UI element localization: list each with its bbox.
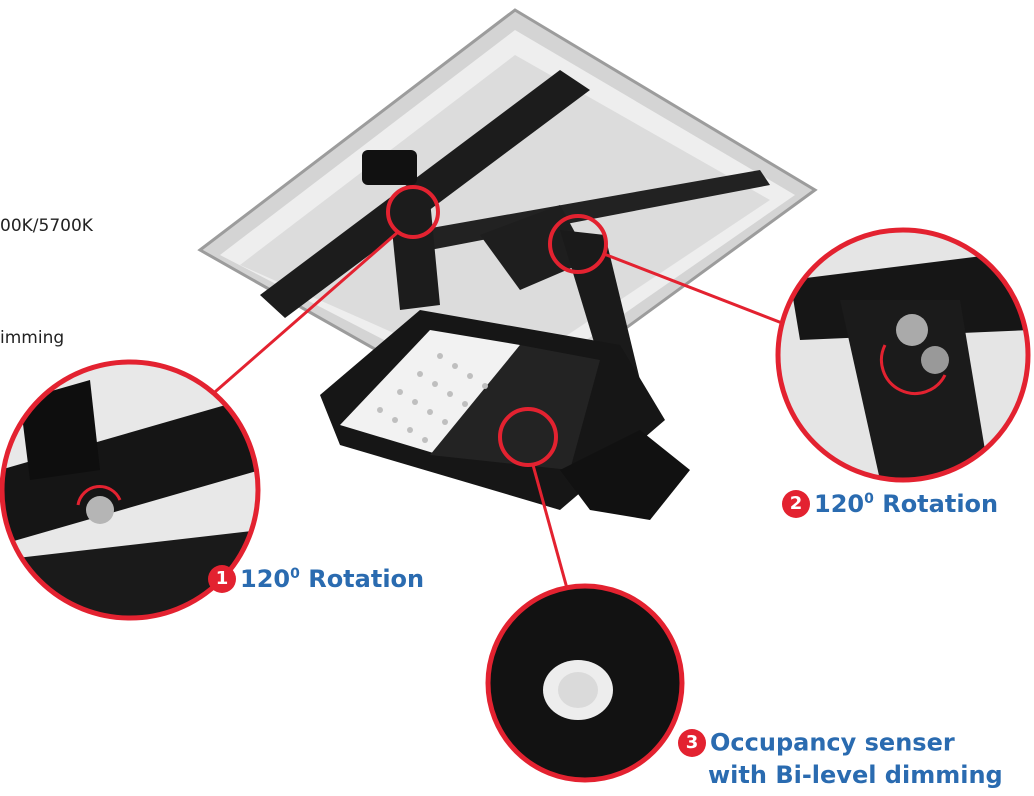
callout-label-3-line2: with Bi-level dimming — [708, 760, 1003, 789]
callout-number-1: 1 — [208, 565, 236, 593]
callout-label-2: 1200 Rotation — [814, 490, 999, 518]
callout-label-3: Occupancy senser — [710, 728, 955, 757]
callout-number-3: 3 — [678, 728, 706, 757]
callout-number-2: 2 — [782, 490, 810, 518]
flood-light-fixture — [320, 310, 690, 520]
spec-cct-text: 00K/5700K — [0, 216, 93, 236]
callout-label-1: 1200 Rotation — [240, 565, 425, 593]
detail-ring-3 — [498, 407, 558, 467]
spec-dimming-text: imming — [0, 328, 65, 348]
zoom-detail-3 — [485, 583, 685, 783]
zoom-detail-1 — [0, 359, 261, 621]
detail-ring-2 — [548, 214, 608, 274]
zoom-detail-2 — [775, 227, 1031, 483]
detail-ring-1 — [386, 185, 440, 239]
